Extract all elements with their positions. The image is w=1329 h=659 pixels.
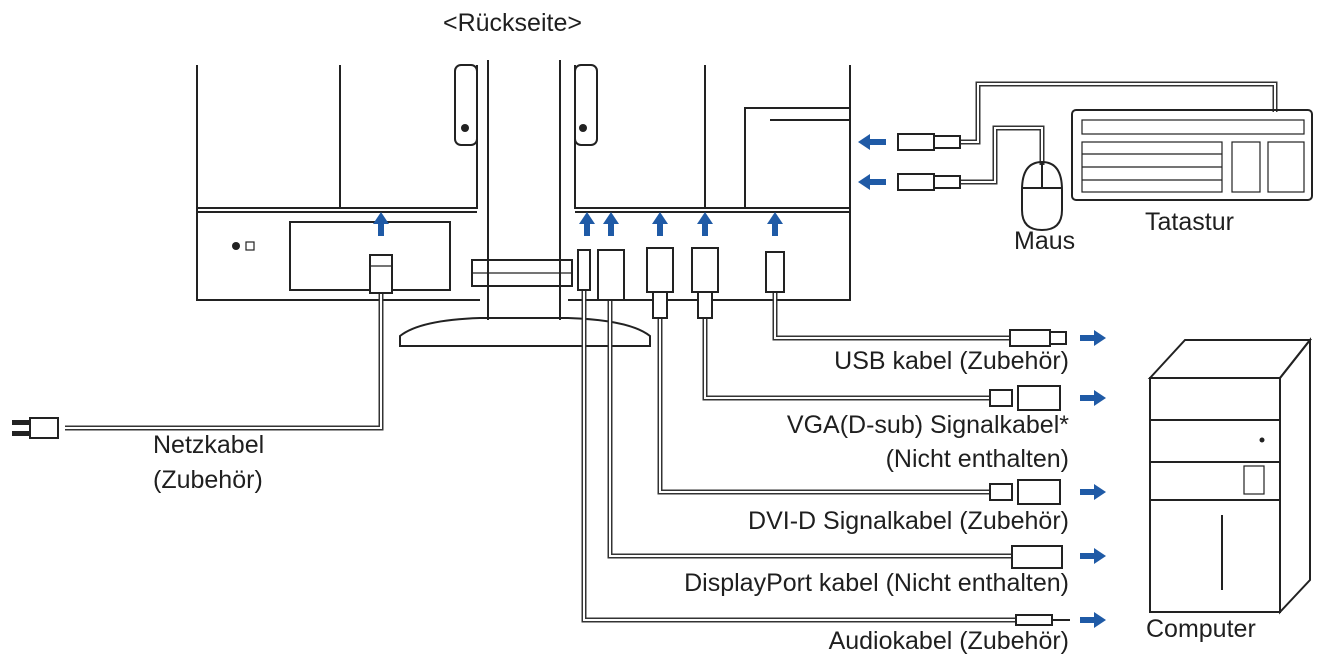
monitor-back — [196, 60, 851, 347]
netzkabel-label: Netzkabel — [153, 431, 265, 459]
connectors — [12, 133, 1070, 626]
dvi-cable-label: DVI-D Signalkabel (Zubehör) — [748, 507, 1069, 535]
direction-arrows — [373, 134, 1106, 628]
audio-cable-label: Audiokabel (Zubehör) — [828, 627, 1069, 655]
view-title: <Rückseite> — [443, 9, 582, 37]
maus-label: Maus — [1014, 227, 1076, 255]
computer-tower-icon — [1147, 337, 1313, 615]
cables — [65, 81, 1278, 623]
vga-cable-label: VGA(D-sub) Signalkabel* — [786, 411, 1069, 439]
displayport-cable-label: DisplayPort kabel (Nicht enthalten) — [684, 569, 1069, 597]
mouse-icon — [1021, 160, 1063, 232]
tastatur-label: Tatastur — [1145, 208, 1234, 236]
netzkabel-sublabel: (Zubehör) — [153, 466, 263, 494]
vga-cable-sublabel: (Nicht enthalten) — [885, 445, 1069, 473]
keyboard-icon — [1071, 109, 1313, 201]
computer-label: Computer — [1146, 615, 1256, 643]
usb-cable-label: USB kabel (Zubehör) — [834, 347, 1069, 375]
